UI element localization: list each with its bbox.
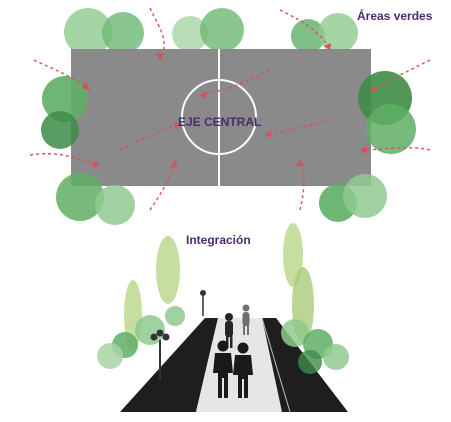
tree-icon bbox=[319, 71, 416, 222]
tree-icon bbox=[41, 76, 135, 225]
street-lamp-icon bbox=[150, 290, 206, 380]
court-icon-group bbox=[29, 7, 431, 225]
label-central-axis: EJE CENTRAL bbox=[178, 115, 262, 129]
pedestrian-icon bbox=[213, 340, 233, 398]
pedestrian-icon bbox=[242, 304, 250, 335]
label-integration: Integración bbox=[186, 233, 251, 247]
tree-icon bbox=[156, 236, 180, 304]
pedestrian-icon bbox=[225, 313, 233, 348]
tree-icon bbox=[283, 223, 303, 287]
road-left bbox=[120, 318, 218, 412]
tree-icon bbox=[64, 8, 358, 56]
tree-icon bbox=[97, 306, 349, 374]
pedestrian-icon bbox=[233, 342, 253, 398]
sports-court-icon bbox=[71, 49, 371, 186]
label-green-areas: Áreas verdes bbox=[357, 9, 433, 23]
flow-arrowheads bbox=[82, 43, 377, 168]
court-center-circle bbox=[181, 79, 257, 155]
street-perspective-icon bbox=[97, 223, 349, 413]
